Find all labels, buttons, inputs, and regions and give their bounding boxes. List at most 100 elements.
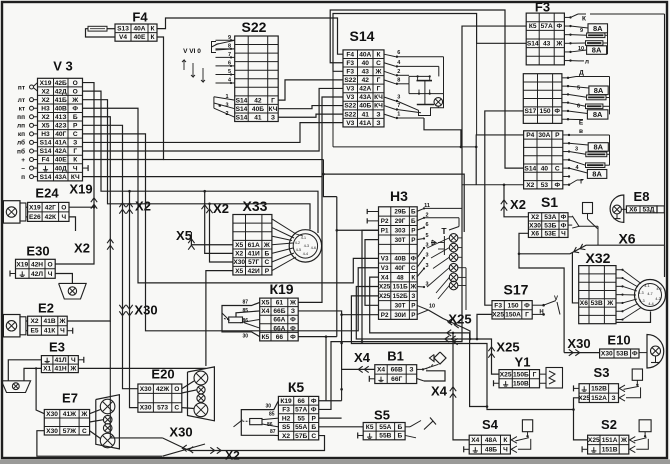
svg-text:Х6: Х6 bbox=[629, 207, 637, 214]
svg-text:150А: 150А bbox=[505, 312, 521, 319]
svg-text:Г: Г bbox=[377, 86, 381, 93]
svg-text:Ч: Ч bbox=[561, 231, 566, 238]
svg-text:66А: 66А bbox=[273, 317, 285, 324]
svg-text:Е24: Е24 bbox=[35, 186, 59, 201]
svg-text:Ж: Ж bbox=[620, 437, 627, 444]
svg-text:4-3: 4-3 bbox=[639, 299, 644, 303]
svg-text:30Т: 30Т bbox=[395, 237, 406, 244]
svg-text:Х2: Х2 bbox=[531, 214, 539, 221]
svg-text:К: К bbox=[582, 16, 586, 23]
svg-text:З: З bbox=[376, 111, 380, 118]
svg-text:Р2: Р2 bbox=[381, 218, 389, 225]
svg-text:57Ж: 57Ж bbox=[63, 428, 76, 435]
svg-text:Е8: Е8 bbox=[634, 189, 650, 204]
svg-text:Х5: Х5 bbox=[41, 123, 49, 130]
svg-text:З: З bbox=[291, 308, 295, 315]
svg-text:О: О bbox=[73, 80, 78, 87]
svg-text:Х2: Х2 bbox=[30, 318, 38, 325]
svg-text:КЧ: КЧ bbox=[71, 174, 80, 181]
svg-text:42Г: 42Г bbox=[45, 204, 56, 211]
svg-text:4-1: 4-1 bbox=[644, 284, 649, 288]
svg-text:55: 55 bbox=[298, 415, 306, 422]
svg-text:З: З bbox=[611, 395, 615, 402]
svg-text:42А: 42А bbox=[359, 86, 371, 93]
svg-text:41: 41 bbox=[362, 111, 370, 118]
svg-text:66В: 66В bbox=[391, 367, 403, 374]
svg-text:Х25: Х25 bbox=[448, 312, 471, 327]
svg-text:S22: S22 bbox=[242, 19, 267, 35]
svg-text:Р: Р bbox=[73, 123, 78, 130]
svg-text:Х19: Х19 bbox=[29, 204, 41, 211]
svg-text:F4: F4 bbox=[346, 51, 354, 58]
svg-text:48Б: 48Б bbox=[485, 447, 497, 454]
svg-text:3: 3 bbox=[425, 263, 428, 269]
svg-text:41: 41 bbox=[254, 114, 262, 121]
svg-text:42: 42 bbox=[362, 77, 370, 84]
svg-text:V3: V3 bbox=[346, 86, 354, 93]
svg-text:Х30: Х30 bbox=[46, 411, 58, 418]
svg-text:7: 7 bbox=[228, 52, 231, 58]
svg-text:К5: К5 bbox=[366, 424, 374, 431]
svg-text:150Б: 150Б bbox=[513, 371, 529, 378]
svg-text:6: 6 bbox=[577, 104, 580, 110]
svg-text:З: З bbox=[409, 367, 413, 374]
svg-text:150В: 150В bbox=[513, 380, 529, 387]
svg-text:85: 85 bbox=[242, 308, 248, 314]
svg-text:Н2: Н2 bbox=[282, 415, 291, 422]
svg-text:V3: V3 bbox=[346, 94, 354, 101]
svg-text:42З: 42З bbox=[55, 123, 66, 130]
svg-text:55А: 55А bbox=[379, 424, 391, 431]
svg-text:+: + bbox=[21, 157, 25, 164]
svg-text:Ф: Ф bbox=[290, 317, 296, 324]
svg-text:3: 3 bbox=[225, 103, 228, 109]
svg-text:Х25: Х25 bbox=[496, 340, 519, 355]
svg-text:Р: Р bbox=[411, 237, 415, 244]
svg-text:3: 3 bbox=[397, 95, 400, 101]
svg-text:42Б: 42Б bbox=[55, 80, 67, 87]
svg-text:Г: Г bbox=[533, 371, 537, 378]
svg-text:42К: 42К bbox=[45, 214, 57, 221]
svg-text:3: 3 bbox=[425, 253, 428, 259]
svg-text:Р: Р bbox=[411, 302, 415, 309]
svg-text:Х30: Х30 bbox=[529, 222, 541, 229]
svg-text:Ф: Ф bbox=[311, 398, 317, 405]
svg-text:Х19: Х19 bbox=[16, 261, 28, 268]
svg-text:41Ж: 41Ж bbox=[63, 411, 76, 418]
svg-text:4-4: 4-4 bbox=[303, 252, 308, 256]
svg-text:4-6: 4-6 bbox=[311, 246, 316, 250]
svg-text:Х30: Х30 bbox=[567, 336, 590, 351]
svg-text:Х2: Х2 bbox=[526, 182, 534, 189]
svg-text:42А: 42А bbox=[55, 148, 67, 155]
svg-text:З: З bbox=[411, 293, 415, 300]
svg-text:Ч: Ч bbox=[48, 271, 53, 278]
svg-text:Ч: Ч bbox=[73, 165, 78, 172]
svg-text:Ф: Ф bbox=[524, 302, 530, 309]
svg-text:С: С bbox=[73, 131, 78, 138]
svg-text:43А: 43А bbox=[359, 94, 371, 101]
svg-text:Х25: Х25 bbox=[492, 312, 504, 319]
svg-text:Р4: Р4 bbox=[526, 132, 534, 139]
svg-text:55В: 55В bbox=[379, 433, 391, 440]
svg-text:З: З bbox=[376, 120, 380, 127]
svg-text:К5: К5 bbox=[288, 379, 305, 395]
svg-text:61: 61 bbox=[276, 300, 284, 307]
svg-text:Б: Б bbox=[73, 114, 78, 121]
svg-text:57Г: 57Г bbox=[248, 259, 259, 266]
svg-text:53В: 53В bbox=[616, 351, 628, 358]
svg-text:S14: S14 bbox=[40, 148, 52, 155]
svg-text:55А: 55А bbox=[295, 424, 307, 431]
svg-text:З: З bbox=[73, 140, 77, 147]
svg-text:О: О bbox=[73, 88, 78, 95]
svg-text:2: 2 bbox=[225, 111, 228, 117]
svg-text:С: С bbox=[82, 428, 87, 435]
svg-text:Е: Е bbox=[579, 120, 584, 127]
svg-text:кт: кт bbox=[19, 106, 25, 113]
svg-text:48: 48 bbox=[397, 274, 405, 281]
svg-text:З: З bbox=[271, 114, 275, 121]
svg-text:Ч: Ч bbox=[71, 357, 76, 364]
svg-text:152В: 152В bbox=[591, 386, 607, 393]
svg-text:Р: Р bbox=[411, 227, 415, 234]
svg-text:8А: 8А bbox=[594, 86, 604, 95]
svg-text:Ф: Ф bbox=[632, 351, 638, 358]
svg-text:Ж: Ж bbox=[555, 41, 562, 48]
